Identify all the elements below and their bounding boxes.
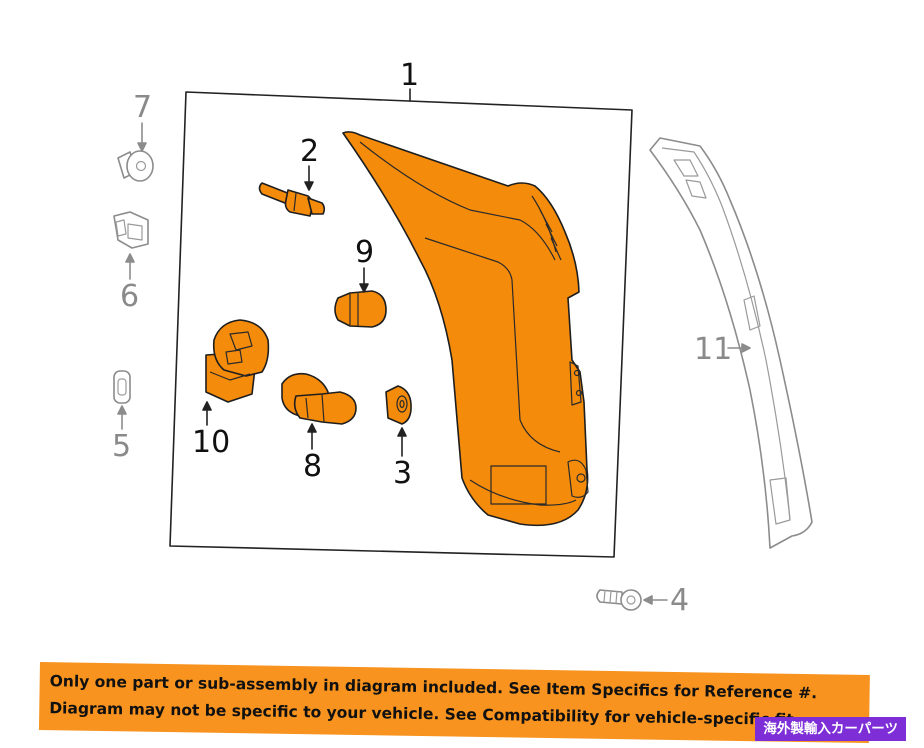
callout-1: 1 (400, 58, 419, 93)
callout-7: 7 (133, 90, 152, 125)
stud-bolt-part (258, 182, 326, 217)
retainer-clip-part-6 (113, 211, 149, 249)
bulb-part-9 (334, 290, 387, 328)
disclaimer-banner: Only one part or sub-assembly in diagram… (38, 662, 870, 744)
socket-bulb-part-8 (281, 372, 357, 425)
callout-4: 4 (670, 583, 689, 618)
callout-2: 2 (300, 134, 319, 169)
pillar-trim-part-11 (649, 137, 813, 549)
callout-5: 5 (112, 429, 131, 464)
socket-part-10 (205, 319, 270, 403)
callout-8: 8 (303, 449, 322, 484)
watermark-badge: 海外製輸入カーパーツ (755, 717, 906, 741)
screw-part-4 (596, 589, 642, 611)
callout-10: 10 (192, 425, 230, 460)
assembly-frame (169, 91, 633, 558)
callout-9: 9 (355, 235, 374, 270)
callout-6: 6 (120, 279, 139, 314)
callout-3: 3 (393, 456, 412, 491)
push-clip-part-7 (117, 150, 154, 182)
callout-11: 11 (694, 332, 732, 367)
tail-lamp-assembly (342, 131, 589, 527)
seal-part-5 (113, 370, 131, 404)
nut-part-3 (385, 385, 412, 425)
